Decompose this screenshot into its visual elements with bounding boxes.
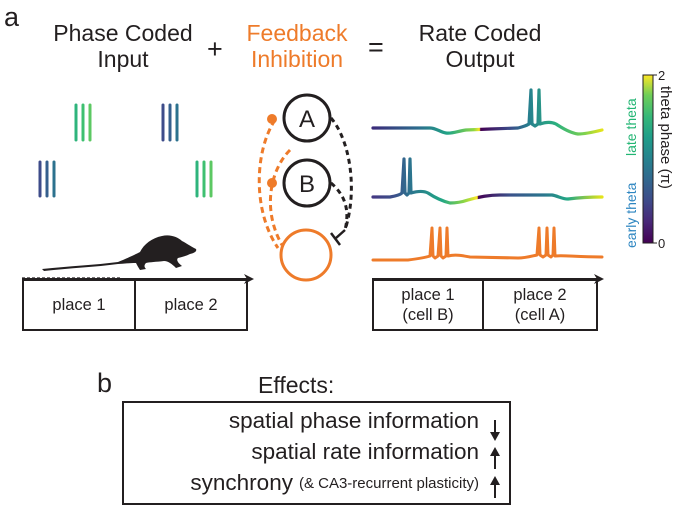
input-bars-place1-low — [38, 160, 56, 198]
effect-text: synchrony — [190, 470, 293, 495]
equals-sign: = — [368, 32, 384, 62]
input-track: place 1 place 2 — [22, 279, 248, 331]
input-bars-place2-low — [195, 160, 213, 198]
input-place-1: place 1 — [24, 281, 136, 329]
synapse-dot-b — [267, 178, 277, 188]
early-theta-label: early theta — [623, 182, 639, 248]
arrow-up-icon — [490, 476, 500, 498]
output-place-2: place 2 (cell A) — [484, 281, 596, 329]
inhibition-path-outer — [257, 119, 280, 249]
input-bars-place1-high — [161, 103, 179, 142]
phase-coded-input-title: Phase Coded Input — [28, 20, 218, 72]
effect-text: spatial phase information — [228, 408, 479, 433]
cell-b-label: B — [299, 171, 315, 198]
synapse-bar-inhibitory-cell — [330, 232, 341, 246]
trace-cell-a — [371, 88, 604, 136]
arrow-down-icon — [490, 420, 500, 441]
trace-cell-b — [371, 157, 604, 205]
output-title-line1: Rate Coded — [418, 20, 542, 46]
excitatory-path-from-b — [330, 181, 349, 231]
output-track: place 1 (cell B) place 2 (cell A) — [372, 279, 598, 331]
excitatory-path-from-a — [329, 117, 353, 231]
output-place-1-line1: place 1 — [401, 286, 455, 304]
inhibition-title-line2: Inhibition — [250, 46, 344, 72]
effect-row-synchrony: synchrony (& CA3-recurrent plasticity) — [190, 470, 479, 496]
panel-a-label: a — [4, 2, 20, 32]
output-place-2-line1: place 2 — [513, 286, 567, 304]
colorbar-axis-label: theta phase (π) — [657, 86, 674, 189]
synapse-dot-a — [267, 114, 277, 124]
rate-coded-output-title: Rate Coded Output — [405, 20, 555, 72]
excitatory-path-end — [335, 229, 346, 239]
feedback-inhibition-title: Feedback Inhibition — [232, 20, 362, 72]
input-title-line2: Input — [97, 46, 149, 72]
plus-sign: + — [207, 34, 223, 64]
effect-note: (& CA3-recurrent plasticity) — [298, 474, 479, 492]
effect-row-phase-info: spatial phase information — [229, 408, 479, 434]
input-title-line1: Phase Coded — [53, 20, 193, 46]
cell-a-circle — [282, 93, 332, 143]
effect-text: spatial rate information — [251, 439, 479, 464]
cell-a-label: A — [299, 106, 315, 133]
effects-title: Effects: — [258, 372, 335, 398]
arrow-up-icon — [490, 447, 500, 469]
effects-box: spatial phase information spatial rate i… — [122, 401, 511, 505]
inhibition-title-line1: Feedback — [246, 20, 348, 46]
output-place-2-line2: (cell A) — [514, 306, 566, 324]
inhibition-path-to-a — [269, 148, 292, 246]
late-theta-label: late theta — [623, 98, 639, 156]
cell-b-circle — [282, 158, 332, 208]
panel-b-label: b — [97, 368, 113, 398]
inhibitory-cell-circle — [279, 228, 333, 282]
output-place-1-line2: (cell B) — [402, 306, 454, 324]
output-title-line2: Output — [445, 46, 515, 72]
input-place-2: place 2 — [164, 296, 218, 314]
trace-inhibitory — [371, 226, 604, 262]
rat-icon — [42, 235, 197, 271]
colorbar-tick-label-max: 2 — [658, 68, 665, 83]
output-place-1: place 1 (cell B) — [374, 281, 484, 329]
input-bars-place2-high — [74, 103, 92, 142]
colorbar-tick-label-min: 0 — [658, 236, 665, 251]
colorbar — [642, 74, 654, 244]
effect-row-rate-info: spatial rate information — [251, 439, 479, 465]
